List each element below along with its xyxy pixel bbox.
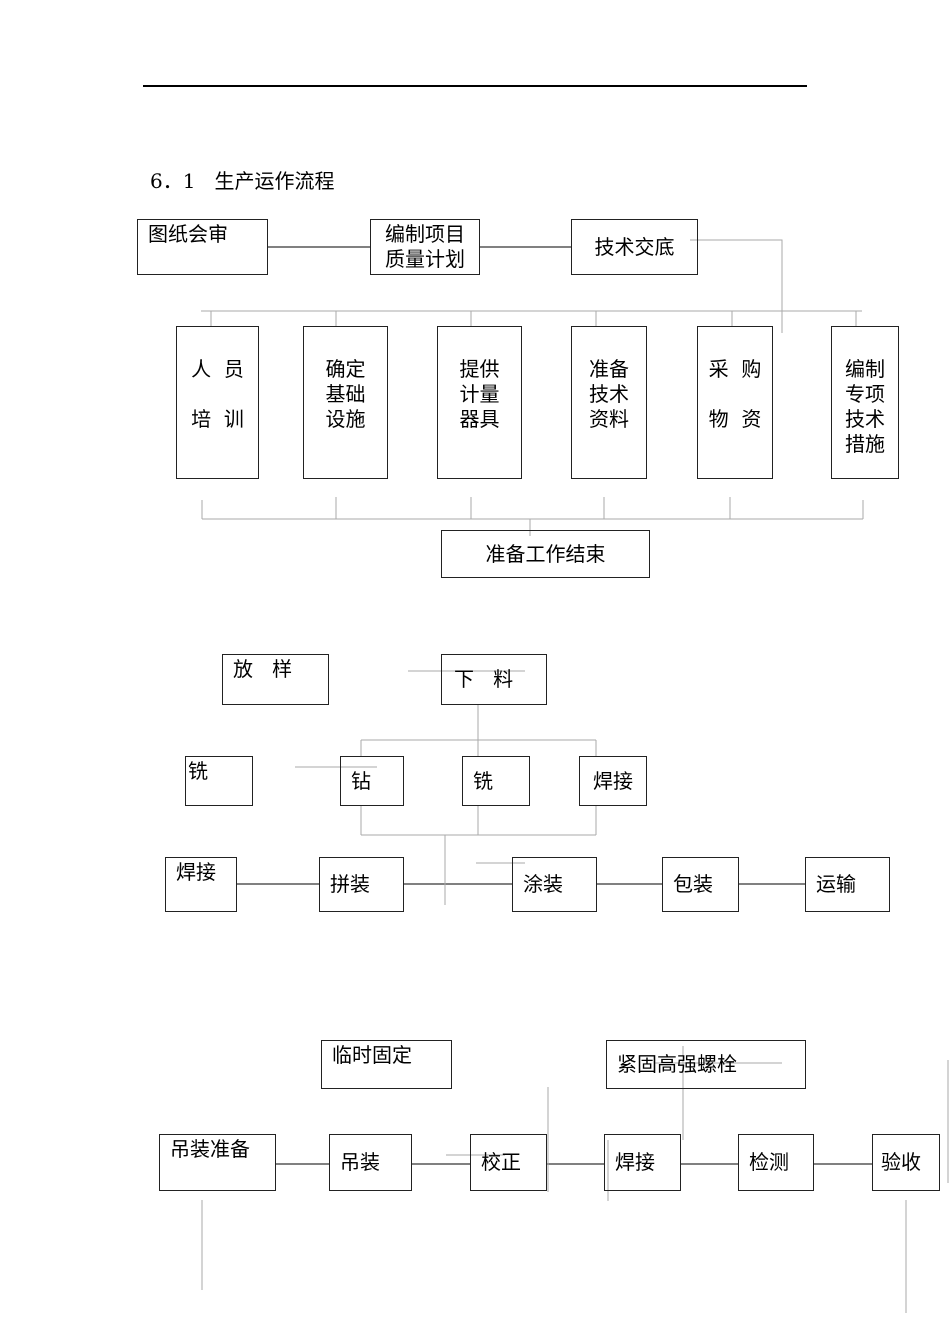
box-label: 提供 <box>459 357 500 381</box>
box-label: 下 料 <box>454 667 514 691</box>
section-title: 生产运作流程 <box>214 169 335 193</box>
box-label: 设施 <box>325 407 366 431</box>
temp-fix-box: 临时固定 <box>321 1040 452 1089</box>
assembly-box: 拼装 <box>319 857 404 912</box>
box-label: 确定 <box>325 357 366 381</box>
box-label: 钻 <box>351 768 371 793</box>
tech-docs-box: 准备 技术 资料 <box>571 326 647 479</box>
box-label: 质量计划 <box>385 247 465 271</box>
fab-welding-box: 焊接 <box>165 857 237 912</box>
box-label: 准备 <box>589 357 629 381</box>
box-label: 铣 <box>473 768 493 793</box>
box-label: 编制项目 <box>385 222 465 246</box>
tech-briefing-box: 技术交底 <box>571 219 698 275</box>
secondary-connectors <box>201 239 949 1313</box>
packing-box: 包装 <box>662 857 739 912</box>
drilling-box: 钻 <box>340 756 404 806</box>
box-label: 焊接 <box>593 768 633 793</box>
box-label: 技术交底 <box>594 234 675 259</box>
box-label: 物 资 <box>708 407 762 431</box>
box-label: 涂装 <box>523 872 563 896</box>
milling-side-box: 铣 <box>185 756 253 806</box>
base-facilities-box: 确定 基础 设施 <box>303 326 388 479</box>
box-label: 基础 <box>325 382 366 406</box>
box-label: 图纸会审 <box>148 222 228 246</box>
box-label: 铣 <box>188 759 208 783</box>
lift-prep-box: 吊装准备 <box>159 1134 276 1191</box>
section-heading: 6．1 生产运作流程 <box>150 168 335 194</box>
special-measures-box: 编制 专项 技术 措施 <box>831 326 899 479</box>
box-label: 专项 <box>845 382 885 406</box>
box-label: 焊接 <box>615 1150 655 1174</box>
coating-box: 涂装 <box>512 857 597 912</box>
acceptance-box: 验收 <box>872 1134 940 1191</box>
box-label: 包装 <box>673 872 713 896</box>
box-label: 验收 <box>881 1150 921 1174</box>
quality-plan-box: 编制项目 质量计划 <box>370 219 480 275</box>
transport-box: 运输 <box>805 857 890 912</box>
purchase-box: 采 购 物 资 <box>697 326 773 479</box>
box-label: 临时固定 <box>332 1043 412 1067</box>
box-label: 运输 <box>816 872 856 896</box>
box-label: 采 购 <box>708 357 762 381</box>
box-label: 吊装 <box>340 1150 380 1174</box>
box-label: 技术 <box>845 407 885 431</box>
box-label: 紧固高强螺栓 <box>617 1052 737 1076</box>
welding-box: 焊接 <box>579 756 647 806</box>
prep-end-box: 准备工作结束 <box>441 530 650 578</box>
box-label: 准备工作结束 <box>485 541 606 566</box>
milling-box: 铣 <box>462 756 530 806</box>
section-number: 6．1 <box>150 169 196 193</box>
site-welding-box: 焊接 <box>604 1134 681 1191</box>
box-label: 器具 <box>459 407 500 431</box>
layout-box: 放 样 <box>222 654 329 705</box>
staff-training-box: 人 员 培 训 <box>176 326 259 479</box>
box-label: 检测 <box>749 1150 789 1174</box>
box-label: 计量 <box>459 382 500 406</box>
inspection-box: 检测 <box>738 1134 814 1191</box>
box-label: 吊装准备 <box>170 1137 250 1161</box>
box-label: 拼装 <box>330 872 370 896</box>
drawing-review-box: 图纸会审 <box>137 219 268 275</box>
box-label: 焊接 <box>176 860 216 884</box>
lifting-box: 吊装 <box>329 1134 412 1191</box>
cutting-box: 下 料 <box>441 654 547 705</box>
box-label: 措施 <box>845 432 885 456</box>
box-label: 放 样 <box>233 657 293 681</box>
box-label: 校正 <box>481 1150 521 1174</box>
box-label: 技术 <box>589 382 629 406</box>
primary-connectors <box>237 246 872 1165</box>
measuring-tools-box: 提供 计量 器具 <box>437 326 522 479</box>
alignment-box: 校正 <box>470 1134 547 1191</box>
header-rule <box>143 85 807 87</box>
box-label: 培 训 <box>191 407 244 431</box>
box-label: 人 员 <box>191 357 244 381</box>
bolt-tighten-box: 紧固高强螺栓 <box>606 1040 806 1089</box>
box-label: 资料 <box>589 407 629 431</box>
box-label: 编制 <box>845 357 885 381</box>
